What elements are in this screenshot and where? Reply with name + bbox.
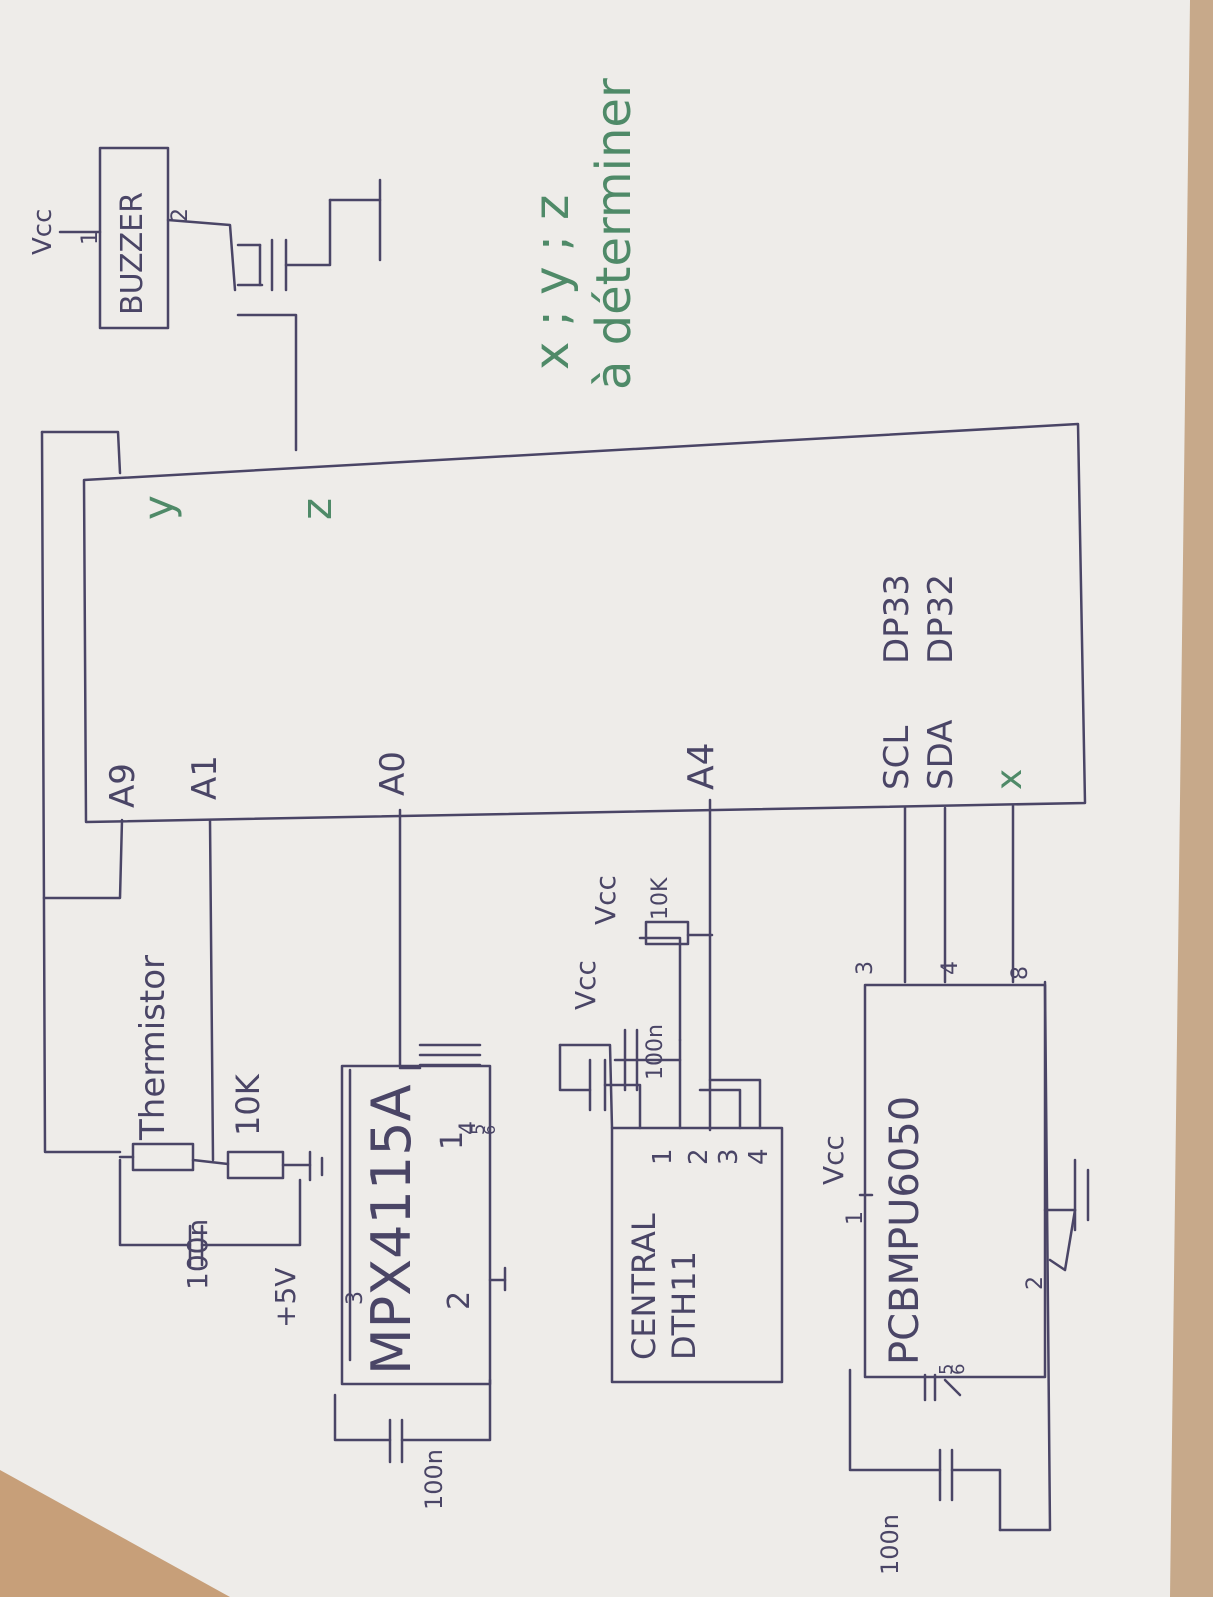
mpx-supply-label: +5V bbox=[269, 1267, 302, 1328]
pin-label-a4: A4 bbox=[681, 742, 722, 790]
dht-pin2-label: 2 bbox=[684, 1148, 714, 1165]
dht-vcc1-label: Vcc bbox=[569, 960, 602, 1010]
mpu-pin6-label: 6 bbox=[948, 1363, 969, 1375]
note-line1: x ; y ; z bbox=[524, 194, 580, 370]
dht11-outline bbox=[610, 1126, 784, 1384]
dht-label-central: CENTRAL bbox=[625, 1213, 663, 1360]
thermistor-100n-label: 100n bbox=[181, 1218, 214, 1290]
note-line2: à déterminer bbox=[586, 78, 642, 390]
mpx-label: MPX4115A bbox=[360, 1084, 423, 1375]
pin-label-a0: A0 bbox=[373, 751, 413, 796]
mpx-pin6-label: 6 bbox=[480, 1124, 499, 1135]
pin-label-sda: SDA bbox=[921, 719, 961, 790]
pin-label-a9: A9 bbox=[103, 763, 143, 808]
mpx-100n-label: 100n bbox=[420, 1448, 448, 1510]
dht-10k-label: 10K bbox=[648, 877, 673, 920]
mpu-pin8-label: 8 bbox=[1008, 966, 1033, 980]
mpx4115a-outline bbox=[340, 1064, 492, 1386]
buzzer-pin1-label: 1 bbox=[78, 231, 103, 245]
dht-pin4-label: 4 bbox=[744, 1148, 774, 1165]
mpx-pin3-label: 3 bbox=[343, 1291, 368, 1305]
mpu-pin4-label: 4 bbox=[938, 961, 963, 975]
port-label-dp32: DP32 bbox=[921, 574, 961, 664]
pin-label-x: x bbox=[989, 768, 1030, 790]
buzzer-label: BUZZER bbox=[115, 192, 150, 315]
pin-label-scl: SCL bbox=[877, 725, 917, 790]
pin-label-y: y bbox=[134, 495, 183, 520]
thermistor-label: Thermistor bbox=[133, 954, 173, 1140]
mpu-label: PCBMPU6050 bbox=[882, 1095, 928, 1365]
mpu-pin1-label: 1 bbox=[843, 1211, 868, 1225]
mpu6050-outline bbox=[863, 983, 1047, 1379]
dht-pin3-label: 3 bbox=[714, 1148, 744, 1165]
dht-100n-label: 100n bbox=[643, 1024, 668, 1080]
wires bbox=[40, 146, 1090, 1532]
thermistor-10k-label: 10K bbox=[229, 1074, 267, 1136]
pin-label-a1: A1 bbox=[185, 755, 225, 800]
buzzer-outline bbox=[98, 146, 170, 330]
table-corner bbox=[0, 1470, 230, 1597]
dht-label-dth11: DTH11 bbox=[665, 1251, 703, 1360]
mpu-vcc-label: Vcc bbox=[817, 1135, 850, 1185]
dht-vcc2-label: Vcc bbox=[589, 875, 622, 925]
buzzer-pin2-label: 2 bbox=[168, 208, 193, 222]
mpx-pin2-label: 2 bbox=[442, 1290, 477, 1310]
mpu-pin3-label: 3 bbox=[853, 961, 878, 975]
dht-pin1-label: 1 bbox=[648, 1148, 678, 1165]
dht-resistor bbox=[644, 920, 690, 946]
microcontroller-outline bbox=[82, 422, 1087, 824]
buzzer-vcc-label: Vcc bbox=[28, 208, 58, 255]
mpu-100n-label: 100n bbox=[876, 1513, 904, 1575]
mpu-pin2-label: 2 bbox=[1023, 1276, 1048, 1290]
port-label-dp33: DP33 bbox=[877, 574, 917, 664]
pin-label-z: z bbox=[292, 497, 341, 520]
